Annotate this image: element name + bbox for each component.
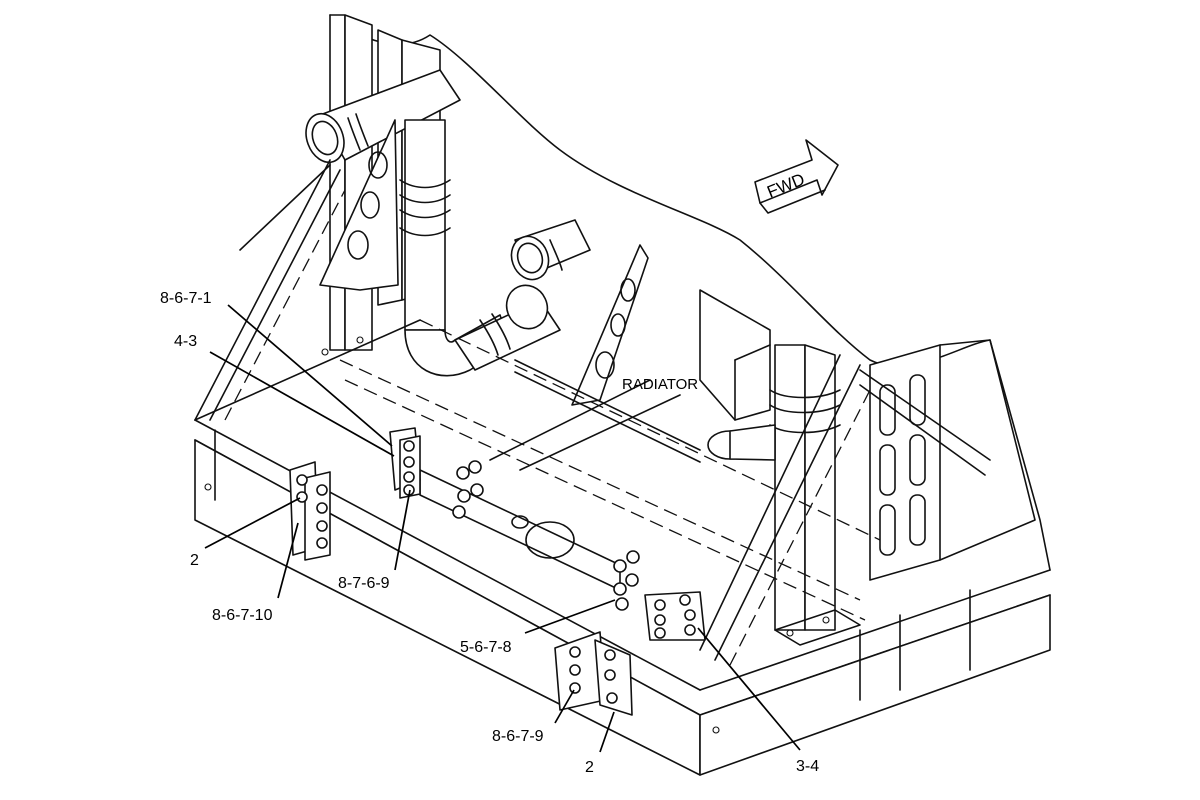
leader-lines <box>204 304 801 753</box>
callout-2-bottom: 2 <box>585 759 594 776</box>
bolt-cluster-right <box>613 550 640 611</box>
left-gusset-plate <box>319 119 399 291</box>
callout-2-left: 2 <box>190 552 199 569</box>
side-panel <box>869 339 1036 581</box>
callout-4-3: 4-3 <box>174 333 197 350</box>
bracket-left <box>289 461 331 561</box>
callouts: 8-6-7-1 4-3 2 8-6-7-10 8-7-6-9 5-6-7-8 8… <box>160 290 819 776</box>
bracket-lower <box>554 631 633 716</box>
radiator-housing <box>699 289 771 421</box>
callout-8-6-7-1: 8-6-7-1 <box>160 290 212 307</box>
callout-3-4: 3-4 <box>796 758 819 775</box>
cross-member <box>419 469 621 591</box>
callout-8-6-7-9: 8-6-7-9 <box>492 728 544 745</box>
pipe-assembly <box>305 69 591 377</box>
callout-5-6-7-8: 5-6-7-8 <box>460 639 512 656</box>
forward-arrow-icon: FWD <box>754 139 839 214</box>
radiator-label: RADIATOR <box>622 376 698 393</box>
forward-label: FWD <box>764 170 807 202</box>
callout-8-6-7-10: 8-6-7-10 <box>212 607 273 624</box>
bracket-upper-left <box>389 427 421 499</box>
truss-members <box>194 159 991 666</box>
bracket-right <box>644 591 706 641</box>
bolt-cluster-mid <box>452 460 484 519</box>
callout-8-7-6-9: 8-7-6-9 <box>338 575 390 592</box>
